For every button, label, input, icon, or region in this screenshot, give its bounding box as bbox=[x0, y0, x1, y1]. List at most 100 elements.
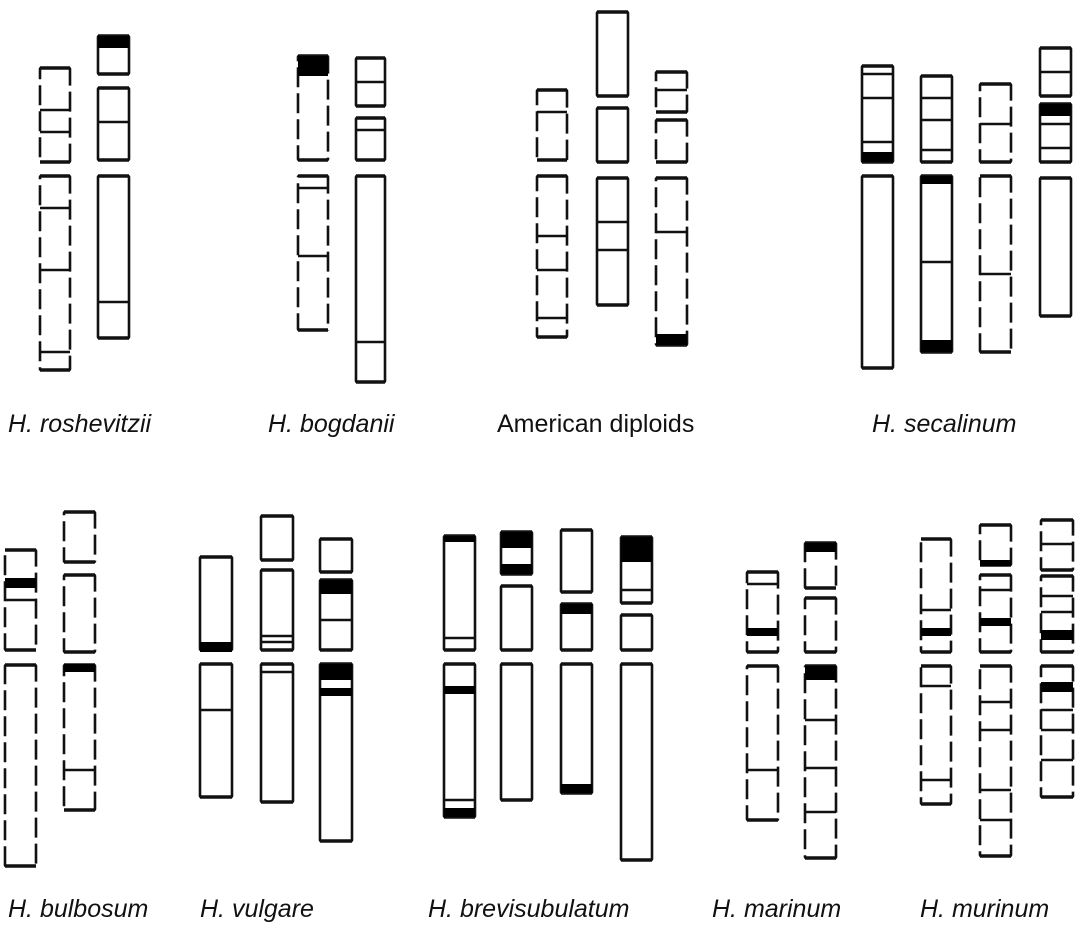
chromosome-arm bbox=[978, 664, 1013, 858]
chromosome-arm bbox=[654, 176, 689, 347]
chromosome-arm bbox=[1039, 574, 1075, 654]
heterochromatin-band bbox=[320, 664, 352, 680]
chromosome-arm bbox=[3, 663, 38, 868]
chromosome bbox=[978, 82, 1013, 354]
chromosome bbox=[978, 523, 1013, 858]
chromosome bbox=[535, 88, 569, 339]
chromosome-arm bbox=[499, 662, 534, 802]
chromosome-arm bbox=[499, 584, 534, 652]
chromosome-arm bbox=[978, 523, 1013, 567]
heterochromatin-band bbox=[501, 532, 532, 548]
chromosome-arm bbox=[978, 573, 1013, 654]
heterochromatin-band bbox=[1040, 104, 1071, 116]
chromosome bbox=[96, 34, 131, 340]
chromosome-arm bbox=[559, 662, 594, 795]
chromosome-arm bbox=[654, 118, 689, 164]
heterochromatin-band bbox=[1041, 630, 1073, 640]
heterochromatin-band bbox=[444, 536, 475, 542]
chromosome bbox=[296, 54, 330, 332]
chromosome bbox=[745, 570, 780, 822]
heterochromatin-band bbox=[921, 628, 951, 636]
chromosome bbox=[919, 74, 954, 354]
chromosome bbox=[259, 514, 295, 804]
chromosome-arm bbox=[535, 174, 569, 339]
chromosome-ideograms bbox=[3, 10, 1075, 868]
chromosome bbox=[595, 10, 630, 307]
heterochromatin-band bbox=[805, 543, 836, 552]
heterochromatin-band bbox=[921, 340, 952, 352]
chromosome-arm bbox=[803, 664, 838, 860]
heterochromatin-band bbox=[980, 618, 1011, 626]
chromosome-arm bbox=[559, 528, 594, 594]
label-h-secalinum: H. secalinum bbox=[872, 410, 1017, 438]
chromosome-arm bbox=[442, 534, 477, 652]
chromosome-arm bbox=[318, 537, 354, 574]
label-h-bulbosum: H. bulbosum bbox=[8, 895, 148, 923]
chromosome bbox=[354, 56, 387, 384]
chromosome-arm bbox=[62, 510, 97, 564]
chromosome bbox=[654, 70, 689, 347]
heterochromatin-band bbox=[444, 686, 475, 694]
chromosome-arm bbox=[96, 174, 131, 340]
chromosome-arm bbox=[198, 555, 234, 652]
chromosome-arm bbox=[860, 174, 895, 370]
chromosome-arm bbox=[198, 662, 234, 799]
chromosome bbox=[38, 66, 72, 372]
label-american-diploids: American diploids bbox=[497, 410, 694, 438]
chromosome bbox=[3, 548, 38, 868]
chromosome bbox=[442, 534, 477, 819]
chromosome-arm bbox=[745, 664, 780, 822]
heterochromatin-band bbox=[980, 560, 1011, 566]
chromosome-arm bbox=[654, 70, 689, 114]
chromosome-arm bbox=[919, 174, 954, 354]
chromosome-arm bbox=[62, 663, 97, 812]
label-h-bogdanii: H. bogdanii bbox=[268, 410, 396, 438]
chromosome-arm bbox=[978, 174, 1013, 354]
heterochromatin-band bbox=[561, 604, 592, 614]
chromosome bbox=[803, 541, 838, 860]
heterochromatin-band bbox=[200, 642, 232, 652]
label-h-vulgare: H. vulgare bbox=[200, 895, 314, 923]
chromosome bbox=[559, 528, 594, 795]
label-h-murinum: H. murinum bbox=[920, 895, 1049, 923]
chromosome bbox=[318, 537, 354, 843]
heterochromatin-band bbox=[444, 808, 475, 817]
chromosome bbox=[919, 537, 953, 806]
heterochromatin-band bbox=[298, 56, 328, 76]
heterochromatin-band bbox=[98, 36, 129, 48]
chromosome-arm bbox=[259, 514, 295, 562]
chromosome bbox=[198, 555, 234, 799]
chromosome-arm bbox=[354, 116, 387, 162]
chromosome-arm bbox=[354, 174, 387, 384]
chromosome-arm bbox=[619, 662, 654, 862]
heterochromatin-band bbox=[747, 628, 778, 636]
heterochromatin-band bbox=[862, 152, 893, 162]
chromosome-arm bbox=[860, 64, 895, 164]
heterochromatin-band bbox=[1041, 682, 1073, 692]
chromosome-arm bbox=[259, 662, 295, 804]
chromosome-arm bbox=[803, 596, 838, 654]
heterochromatin-band bbox=[5, 578, 36, 588]
heterochromatin-band bbox=[320, 688, 352, 696]
chromosome bbox=[619, 535, 654, 862]
label-h-marinum: H. marinum bbox=[712, 895, 841, 923]
heterochromatin-band bbox=[64, 664, 95, 672]
heterochromatin-band bbox=[805, 666, 836, 680]
chromosome bbox=[1039, 518, 1075, 799]
chromosome-arm bbox=[96, 86, 131, 162]
chromosome bbox=[62, 510, 97, 812]
heterochromatin-band bbox=[561, 784, 592, 793]
chromosome-arm bbox=[259, 568, 295, 652]
chromosome-arm bbox=[595, 176, 630, 307]
chromosome-arm bbox=[595, 10, 630, 98]
heterochromatin-band bbox=[656, 334, 687, 345]
chromosome-arm bbox=[619, 613, 654, 652]
chromosome-arm bbox=[38, 66, 72, 164]
heterochromatin-band bbox=[501, 564, 532, 574]
chromosome bbox=[1038, 46, 1073, 318]
chromosome-arm bbox=[296, 174, 330, 332]
chromosome bbox=[499, 530, 534, 802]
chromosome-arm bbox=[535, 88, 569, 162]
heterochromatin-band bbox=[320, 580, 352, 594]
